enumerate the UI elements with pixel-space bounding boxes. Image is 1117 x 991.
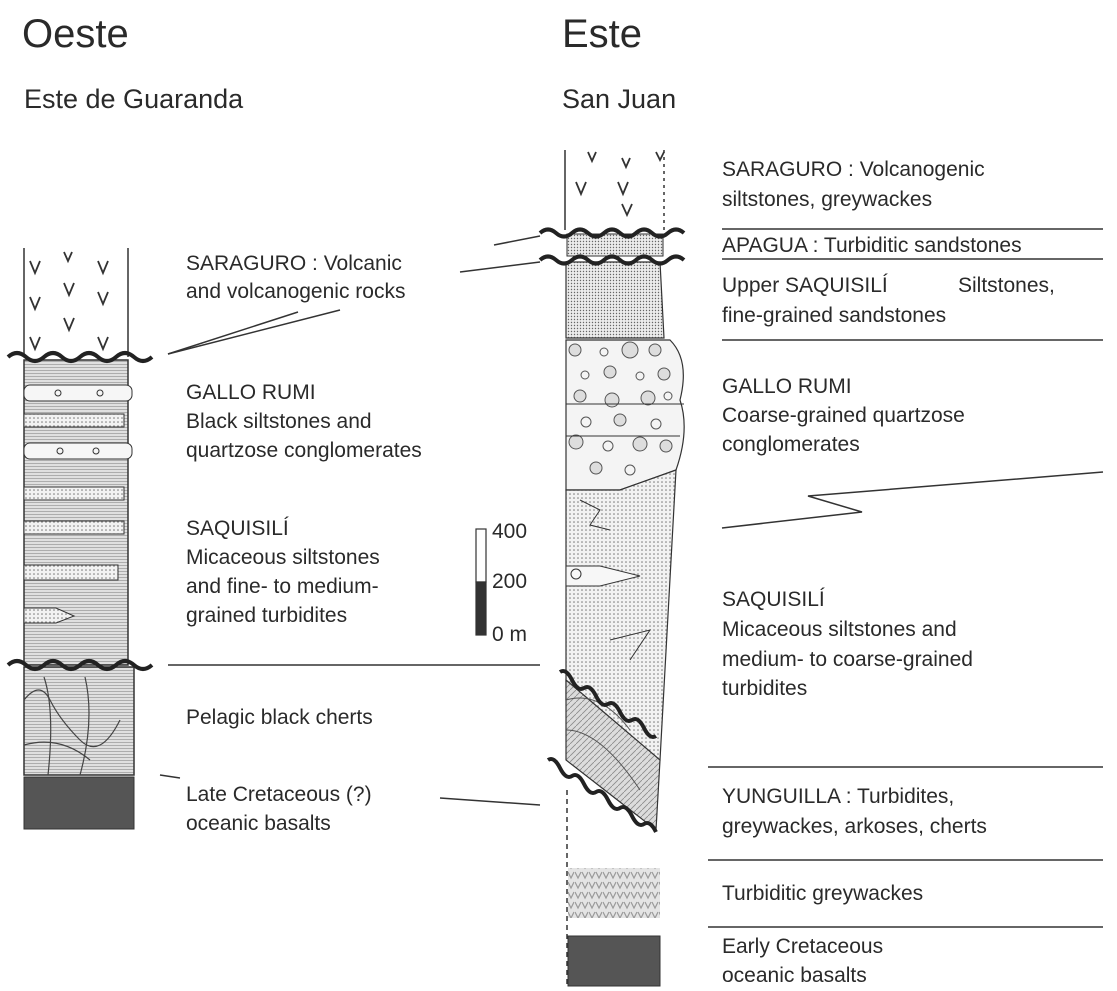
west-saquisili-line3: and fine- to medium- — [186, 575, 379, 598]
east-upper-saquisili-line1a: Upper SAQUISILÍ — [722, 274, 888, 297]
east-yunguilla-line2: greywackes, arkoses, cherts — [722, 815, 987, 838]
east-conglomerate-beds — [566, 403, 684, 437]
west-heading: Oeste — [22, 12, 129, 56]
west-saraguro-line2: and volcanogenic rocks — [186, 280, 405, 303]
east-unconformity-3 — [558, 669, 658, 739]
east-basalts-line1: Early Cretaceous — [722, 935, 883, 958]
west-saraguro-line1: SARAGURO : Volcanic — [186, 252, 402, 275]
east-gallo-rumi-line1: GALLO RUMI — [722, 375, 852, 398]
west-saquisili-line2: Micaceous siltstones — [186, 546, 380, 569]
east-saquisili-line2: Micaceous siltstones and — [722, 618, 957, 641]
east-saquisili-line4: turbidites — [722, 677, 807, 700]
east-yunguilla-line1: YUNGUILLA : Turbidites, — [722, 785, 954, 808]
west-basalts-line2: oceanic basalts — [186, 812, 331, 835]
east-basalts-line2: oceanic basalts — [722, 964, 867, 987]
west-unconformity-top — [6, 351, 154, 363]
west-column — [6, 248, 154, 830]
east-divider-lines — [459, 228, 1104, 928]
west-gallo-rumi-line2: Black siltstones and — [186, 410, 372, 433]
west-basalts-line1: Late Cretaceous (?) — [186, 783, 372, 806]
scale-label-top: 400 — [492, 520, 527, 543]
west-unconformity-bottom — [6, 659, 154, 671]
east-unconformity-top — [538, 227, 686, 239]
east-saraguro-line1: SARAGURO : Volcanogenic — [722, 158, 985, 181]
east-upper-saquisili-line1b: Siltstones, — [958, 274, 1055, 297]
west-gallo-rumi-line3: quartzose conglomerates — [186, 439, 422, 462]
west-saquisili-line1: SAQUISILÍ — [186, 517, 289, 540]
east-saquisili-line3: medium- to coarse-grained — [722, 648, 973, 671]
west-cherts-label: Pelagic black cherts — [186, 706, 373, 729]
west-gallo-rumi-line1: GALLO RUMI — [186, 381, 316, 404]
east-saraguro-line2: siltstones, greywackes — [722, 188, 932, 211]
west-connectors — [159, 309, 541, 806]
west-chert-folds — [23, 676, 121, 776]
east-saquisili-line1: SAQUISILÍ — [722, 588, 825, 611]
east-gallo-rumi-line3: conglomerates — [722, 433, 860, 456]
east-greywackes-label: Turbiditic greywackes — [722, 882, 923, 905]
east-unconformity-4 — [546, 757, 658, 833]
east-gallo-rumi-line2: Coarse-grained quartzose — [722, 404, 965, 427]
east-volcanic-symbols — [575, 151, 665, 218]
scale-label-bottom: 0 m — [492, 623, 527, 646]
east-upper-saquisili-line2: fine-grained sandstones — [722, 304, 946, 327]
west-saquisili-line4: grained turbidites — [186, 604, 347, 627]
west-volcanic-symbols — [29, 251, 109, 352]
east-column — [538, 150, 686, 987]
east-unconformity-2 — [538, 254, 686, 266]
west-locality: Este de Guaranda — [24, 84, 244, 114]
scale-label-mid: 200 — [492, 570, 527, 593]
east-heading: Este — [562, 12, 642, 56]
east-locality: San Juan — [562, 84, 676, 114]
scale-bar: 400 200 0 m — [475, 520, 527, 646]
east-apagua-label: APAGUA : Turbiditic sandstones — [722, 234, 1022, 257]
